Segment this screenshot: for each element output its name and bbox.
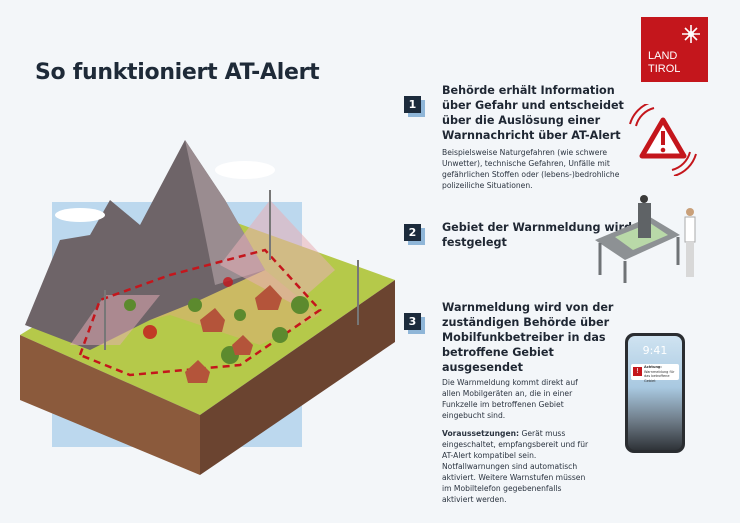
phone-clock: 9:41 [642, 344, 668, 357]
island-side-right [200, 280, 395, 475]
step-3-heading: Warnmeldung wird von der zuständigen Beh… [442, 301, 614, 374]
houses [185, 285, 282, 383]
requirements-text: Gerät muss eingeschaltet, empfangsbereit… [442, 429, 589, 504]
warning-signal-icon [629, 104, 697, 176]
alert-notification: ! Achtung:Warnmeldung für das betroffene… [631, 364, 679, 383]
step-number-2: 2 [404, 224, 421, 241]
notification-title: Achtung: [644, 365, 662, 369]
step-1-body: Beispielsweise Naturgefahren (wie schwer… [442, 148, 620, 190]
signal-beam [220, 200, 335, 305]
step-3-body: Die Warnmeldung kommt direkt auf allen M… [442, 378, 578, 420]
step-2-heading: Gebiet der Warnmeldung wird festgelegt [442, 221, 633, 249]
smartphone: 9:41 ! Achtung:Warnmeldung für das betro… [625, 333, 685, 453]
warning-icon: ! [633, 367, 642, 376]
cloud [215, 161, 275, 179]
trees [124, 296, 309, 364]
cloud [55, 208, 105, 222]
logo-text: LAND [648, 50, 678, 62]
requirements-label: Voraussetzungen: [442, 429, 520, 438]
alert-markers [143, 277, 233, 339]
signal-beam [70, 295, 160, 345]
people-at-map-table-illustration [595, 195, 696, 283]
cell-towers [104, 190, 359, 350]
phone-screen: 9:41 ! Achtung:Warnmeldung für das betro… [628, 336, 682, 450]
notification-text: Warnmeldung für das betroffene Gebiet [644, 369, 675, 383]
island-side-left [20, 335, 200, 475]
step-number-1: 1 [404, 96, 421, 113]
logo-text: TIROL [648, 63, 681, 75]
step-1-heading: Behörde erhält Information über Gefahr u… [442, 84, 624, 142]
person-icon [638, 203, 651, 238]
step-3-requirements: Voraussetzungen: Gerät muss eingeschalte… [442, 428, 592, 505]
alpine-region-illustration [20, 140, 395, 475]
eagle-emblem-icon [682, 25, 700, 43]
step-number-3: 3 [404, 313, 421, 330]
page-title: So funktioniert AT-Alert [35, 60, 320, 85]
person-icon [686, 208, 694, 216]
